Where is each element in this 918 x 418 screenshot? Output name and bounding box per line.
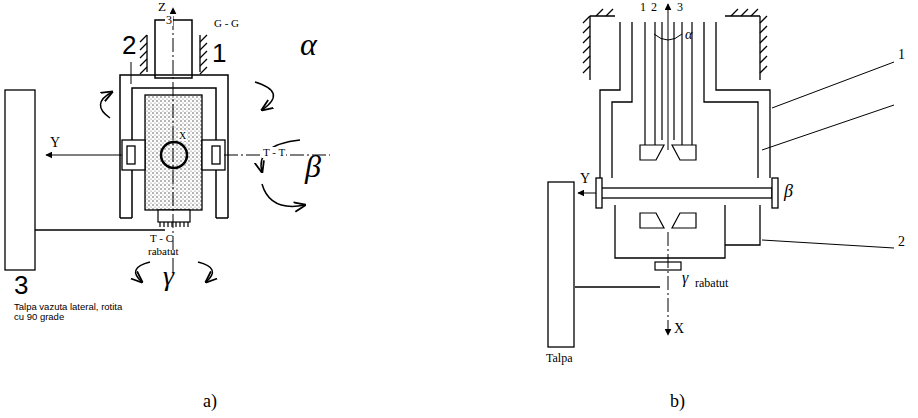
axis-name: T - T — [262, 147, 286, 158]
shaft-y — [596, 178, 602, 208]
sole-plate — [548, 182, 574, 347]
axis-line — [46, 155, 122, 156]
callout-number: 3 — [165, 14, 173, 26]
callout-number: 3 — [14, 272, 28, 298]
panel-label: b) — [670, 392, 685, 410]
bearing — [202, 140, 225, 170]
rotation-arrow — [136, 262, 150, 282]
housing-wall — [146, 35, 147, 72]
note-text: rabatut — [695, 277, 728, 289]
axis-line — [46, 8, 330, 272]
sole-plate — [5, 90, 35, 270]
axis-name: X — [674, 322, 684, 336]
callout-number: 3 — [677, 1, 683, 13]
body-2 — [615, 205, 760, 258]
callout-number: 2 — [122, 32, 136, 58]
sole-link — [35, 229, 165, 231]
foot-gear — [158, 210, 190, 227]
callout-number: 2 — [898, 235, 905, 249]
foot-gear — [160, 222, 188, 227]
callout-number: 1 — [898, 48, 905, 62]
body-1 — [600, 22, 632, 178]
callout-number: 1 — [212, 40, 226, 66]
rotation-arrow — [198, 262, 212, 282]
caption-note: Talpa vazuta lateral, rotita cu 90 grade — [14, 302, 126, 321]
sole-plate — [548, 182, 574, 347]
shaft-y — [596, 178, 778, 208]
axis-line — [578, 4, 682, 335]
axis-name: X — [178, 131, 187, 141]
housing-wall — [583, 16, 590, 73]
bevel-gear — [672, 213, 696, 228]
rotation-arrow — [100, 82, 305, 282]
bevel-gear — [640, 213, 664, 228]
housing-wall — [760, 16, 767, 73]
leader-line — [762, 62, 894, 248]
bearing — [127, 146, 135, 164]
angle-symbol: γ — [163, 262, 174, 290]
section-name: G - G — [214, 18, 239, 29]
angle-symbol: β — [784, 182, 793, 200]
sole-label: Talpa — [546, 352, 572, 364]
callout-number: 1 — [640, 1, 646, 13]
shaft-y — [600, 188, 772, 198]
callout-number: 2 — [651, 1, 657, 13]
shaft-y — [772, 178, 778, 208]
leader-line — [131, 62, 132, 84]
bevel-gear — [672, 145, 696, 160]
housing-wall — [590, 16, 760, 80]
bevel-gear — [640, 145, 696, 228]
note-text: rabatut — [148, 246, 179, 257]
sole-plate — [5, 90, 35, 270]
axis-line — [654, 34, 682, 40]
leader-line — [762, 62, 894, 248]
body-1 — [704, 22, 770, 178]
angle-symbol: β — [305, 150, 321, 182]
axis-name: Z — [158, 0, 166, 13]
axis-name: T - C — [150, 233, 173, 244]
axis-x-circle — [161, 142, 187, 168]
housing-wall — [200, 35, 207, 74]
rotation-arrow — [262, 184, 305, 206]
bearing — [212, 146, 220, 164]
axis-name: Y — [580, 172, 590, 186]
rotation-arrow — [255, 82, 273, 110]
fork — [120, 75, 228, 218]
leader-line — [131, 62, 132, 84]
rotation-arrow — [100, 92, 112, 118]
rotation-arrow — [261, 140, 300, 172]
sole-link — [575, 286, 660, 287]
angle-symbol: α — [685, 28, 692, 42]
housing-wall — [140, 35, 147, 74]
bearing — [122, 140, 145, 170]
axis-name: Y — [50, 136, 60, 150]
sole-link — [575, 286, 660, 287]
panel-label: a) — [203, 392, 217, 410]
axis-line — [578, 193, 596, 194]
axis-line — [668, 4, 669, 150]
body-2 — [615, 205, 760, 258]
foot-gear — [158, 210, 190, 222]
fork — [120, 75, 228, 218]
sole-link — [35, 229, 165, 231]
housing-wall — [583, 9, 767, 80]
body-1 — [600, 22, 770, 178]
angle-symbol: γ — [682, 270, 688, 286]
bevel-gear — [640, 145, 664, 160]
axis-x-circle — [161, 142, 187, 168]
angle-symbol: α — [300, 28, 317, 60]
axis-line — [668, 232, 669, 335]
